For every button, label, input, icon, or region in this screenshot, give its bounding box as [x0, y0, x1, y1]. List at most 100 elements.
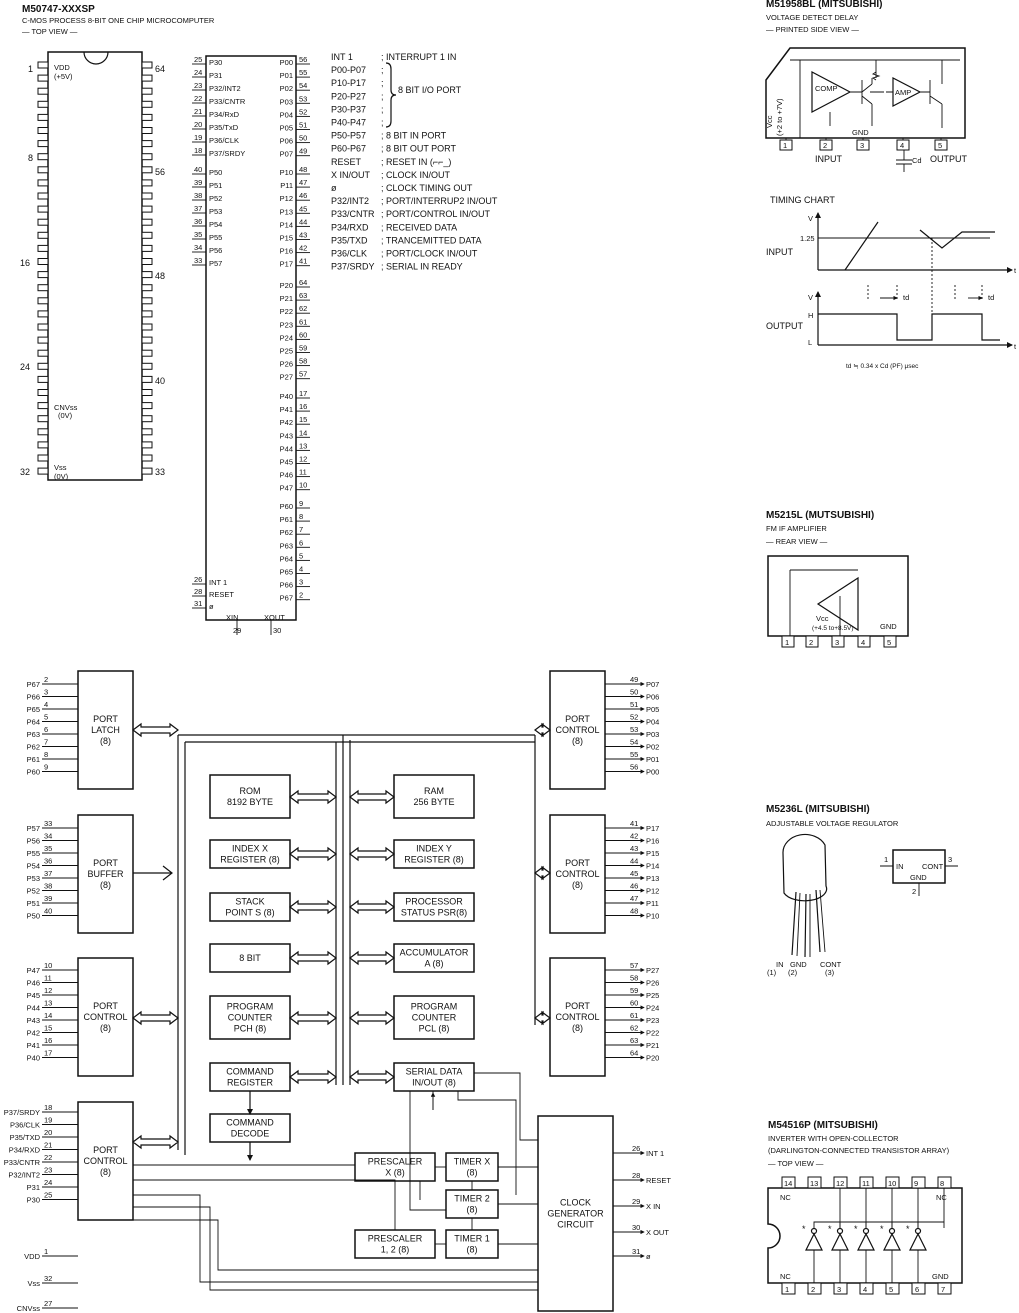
m5215-pin-3: 3 [835, 638, 839, 647]
logic-left-pin-num: 40 [194, 165, 202, 174]
desc-text: ; [381, 65, 384, 75]
logic-right-pin-num: 6 [299, 538, 303, 547]
m51958-section: M51958BL (MITSUBISHI) VOLTAGE DETECT DEL… [765, 0, 968, 172]
p0-pin-num: 51 [630, 700, 638, 709]
td-formula: td ≒ 0.34 x Cd (PF) μsec [846, 363, 919, 370]
desc-signal: P60-P67 [331, 144, 366, 154]
mcu-title: M50747-XXXSP [22, 4, 95, 15]
m51958-gnd: GND [852, 128, 869, 137]
comp-label: COMP [815, 84, 838, 93]
logic-right-pin-num: 47 [299, 178, 307, 187]
p0-pin-num: 52 [630, 713, 638, 722]
logic-right-pin-num: 16 [299, 402, 307, 411]
m5215-pin-5: 5 [887, 638, 891, 647]
m54516-top-pin: 12 [836, 1179, 844, 1188]
logic-right-pin-name: P03 [280, 97, 293, 106]
port-control-p0-block-label: CONTROL [555, 725, 599, 735]
desc-text: ; PORT/CLOCK IN/OUT [381, 249, 478, 259]
m54516-gnd: GND [932, 1272, 949, 1281]
clock-generator-block-label: GENERATOR [547, 1209, 604, 1219]
port-control-p1-block-label: (8) [572, 880, 583, 890]
index-x-block [209, 839, 291, 869]
m5236-cont: CONT [820, 960, 842, 969]
p2-pin-num: 58 [630, 974, 638, 983]
desc-signal: P32/INT2 [331, 196, 369, 206]
m54516-view: — TOP VIEW — [768, 1159, 824, 1168]
threshold-level: 1.25 [800, 234, 815, 243]
p1-pin-name: P11 [646, 899, 659, 908]
index-y-block [393, 839, 475, 869]
p4-pin-name: P45 [27, 991, 40, 1000]
p2-pin-num: 63 [630, 1036, 638, 1045]
pcl-block-label: PROGRAM [411, 1002, 458, 1012]
pcl-block [393, 995, 475, 1040]
stack-pointer-block-label: POINT S (8) [225, 908, 274, 918]
timing-chart: TIMING CHART V t 1.25 INPUT V t H L OUTP… [766, 195, 1017, 370]
desc-text: ; [381, 78, 384, 88]
cnvss-voltage: (0V) [58, 411, 73, 420]
desc-text: ; PORT/CONTROL IN/OUT [381, 209, 491, 219]
m54516-top-pin: 11 [862, 1179, 870, 1188]
vss-label: Vss [54, 463, 67, 472]
p2-pin-name: P24 [646, 1004, 659, 1013]
p0-pin-num: 54 [630, 738, 638, 747]
rom-block [209, 774, 291, 819]
p2-pin-name: P22 [646, 1029, 659, 1038]
serial-data-block-label: SERIAL DATA [406, 1067, 463, 1077]
port-buffer-block-label: BUFFER [88, 869, 125, 879]
logic-right-pin-name: P23 [280, 320, 293, 329]
p4-pin-name: P43 [27, 1016, 40, 1025]
p0-pin-name: P01 [646, 755, 659, 764]
desc-signal: P00-P07 [331, 65, 366, 75]
m54516-top-pin: 8 [940, 1179, 944, 1188]
m51958-pin-4: 4 [900, 141, 904, 150]
pch-block-label: PROGRAM [227, 1002, 274, 1012]
p4-pin-num: 15 [44, 1024, 52, 1033]
p4-pin-name: P42 [27, 1029, 40, 1038]
p3-pin-num: 20 [44, 1128, 52, 1137]
logic-right-pin-name: P67 [280, 594, 293, 603]
port-control-p4-block [77, 957, 134, 1077]
desc-text: ; CLOCK TIMING OUT [381, 183, 473, 193]
prescaler-12-block-label: 1, 2 (8) [381, 1245, 410, 1255]
logic-right-pin-name: P24 [280, 333, 293, 342]
psr-block-label: STATUS PSR(8) [401, 908, 467, 918]
index-x-block-label: INDEX X [232, 844, 268, 854]
port-control-p2-block-label: CONTROL [555, 1012, 599, 1022]
logic-right-pin-name: P27 [280, 373, 293, 382]
dip-pin-16: 16 [20, 258, 30, 268]
logic-right-pin-name: P25 [280, 347, 293, 356]
logic-left-pin-name: P57 [209, 259, 222, 268]
p3-pin-name: P36/CLK [10, 1121, 40, 1130]
p4-pin-name: P47 [27, 966, 40, 975]
latch-pin-name: P61 [27, 755, 40, 764]
buffer-pin-name: P52 [27, 887, 40, 896]
command-decode-block [209, 1113, 291, 1143]
desc-text: ; CLOCK IN/OUT [381, 170, 451, 180]
logic-right-pin-name: P64 [280, 554, 293, 563]
m5236-title: M5236L (MITSUBISHI) [766, 804, 870, 815]
m5215-pin-1: 1 [785, 638, 789, 647]
p3-pin-num: 24 [44, 1178, 52, 1187]
m54516-top-pin: 14 [784, 1179, 792, 1188]
m5215-section: M5215L (MUTSUBISHI) FM IF AMPLIFIER — RE… [766, 510, 909, 648]
m5236-gnd-num: (2) [788, 968, 798, 977]
timer-2-block-label: (8) [467, 1205, 478, 1215]
port-control-p1-block-label: CONTROL [555, 869, 599, 879]
logic-left-pin-name: P53 [209, 207, 222, 216]
desc-text: ; PORT/INTERRUP2 IN/OUT [381, 196, 498, 206]
logic-right-pin-name: P45 [280, 458, 293, 467]
p4-pin-num: 13 [44, 999, 52, 1008]
clock-pin-num: 30 [632, 1223, 640, 1232]
m54516-subtitle2: (DARLINGTON-CONNECTED TRANSISTOR ARRAY) [768, 1146, 950, 1155]
m5215-subtitle: FM IF AMPLIFIER [766, 524, 827, 533]
desc-text: ; [381, 104, 384, 114]
clock-pin-num: 29 [632, 1197, 640, 1206]
logic-right-pin-name: P17 [280, 260, 293, 269]
logic-left-pin-name: P32/INT2 [209, 84, 241, 93]
port-control-p3-block-label: PORT [93, 1145, 118, 1155]
m54516-bottom-pin: 6 [915, 1285, 919, 1294]
logic-right-pin-num: 15 [299, 415, 307, 424]
